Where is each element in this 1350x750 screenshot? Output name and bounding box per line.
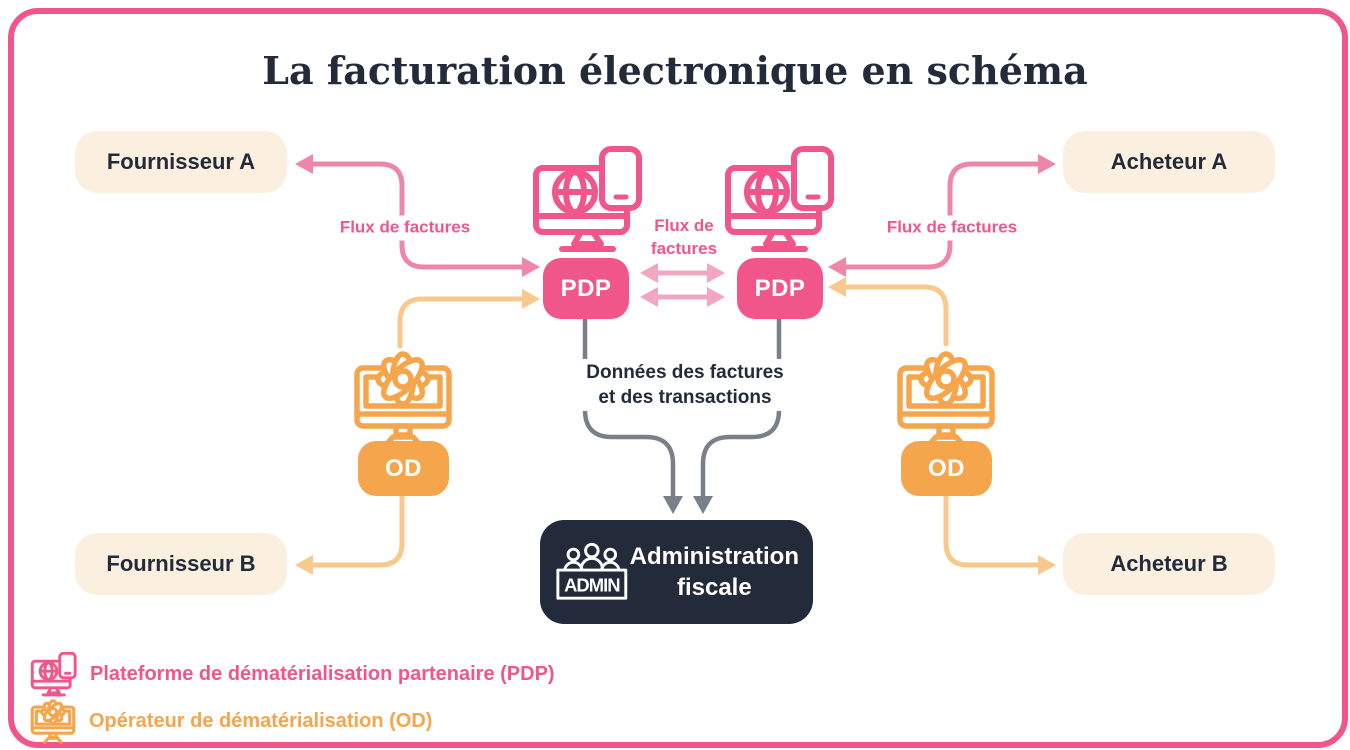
arrowhead [1038, 154, 1056, 174]
node-label: Acheteur A [1110, 149, 1228, 174]
arrowhead [522, 257, 540, 277]
node-administration-fiscale: ADMIN Administration fiscale [540, 520, 813, 624]
node-pdp-right: PDP [737, 258, 823, 319]
node-od-right: OD [901, 441, 992, 496]
edge-od-left-fournisseur-b [302, 493, 405, 568]
frame-border [8, 8, 1348, 748]
node-label: Fournisseur A [106, 149, 256, 174]
node-pdp-left: PDP [543, 258, 629, 319]
node-od-left: OD [358, 441, 449, 496]
arrowhead [1038, 555, 1056, 575]
node-label: OD [928, 454, 965, 482]
edge-label-flux-right: Flux de factures [881, 215, 1023, 241]
arrowhead [640, 287, 658, 307]
node-label: PDP [754, 274, 806, 302]
node-label: Fournisseur B [106, 551, 256, 576]
node-fournisseur-a: Fournisseur A [75, 131, 287, 193]
edge-label-line: Flux de [654, 216, 714, 236]
edge-label-line: et des transactions [598, 387, 772, 408]
legend-row-od: Opérateur de dématérialisation (OD) [30, 698, 432, 745]
edge-od-right-acheteur-b [943, 493, 1047, 568]
admin-label-line1: Administration [629, 542, 799, 570]
pdp-right-monitor-globe-phone-icon [725, 146, 834, 252]
node-label: OD [385, 454, 422, 482]
admin-label: Administration fiscale [630, 541, 799, 603]
arrowhead [707, 287, 725, 307]
edge-flux-left [302, 161, 529, 270]
node-label: Acheteur B [1110, 551, 1228, 576]
node-acheteur-b: Acheteur B [1063, 533, 1275, 595]
arrowhead [522, 289, 540, 309]
edge-od-left-pdp [397, 296, 529, 349]
edge-label-flux-center: Flux de factures [645, 214, 723, 262]
arrowhead [693, 496, 713, 514]
od-right-monitor-atom-icon [897, 351, 995, 449]
legend-od-label: Opérateur de dématérialisation (OD) [89, 710, 433, 732]
arrowhead [707, 263, 725, 283]
edge-flux-right [835, 161, 1049, 270]
node-label: PDP [560, 274, 612, 302]
admin-badge-text: ADMIN [564, 574, 620, 595]
edge-od-right-pdp [837, 284, 949, 347]
admin-label-line2: fiscale [676, 574, 752, 601]
node-acheteur-a: Acheteur A [1063, 131, 1275, 193]
edge-pdp-left-admin [582, 317, 676, 503]
node-fournisseur-b: Fournisseur B [75, 533, 287, 595]
pdp-left-monitor-globe-phone-icon [533, 146, 642, 252]
edge-label-donnees: Données des factures et des transactions [580, 358, 790, 412]
arrowhead [295, 555, 313, 575]
edge-label-line: Données des factures [586, 361, 784, 383]
admin-people-desk-icon: ADMIN [556, 542, 628, 600]
arrowhead [828, 257, 846, 277]
arrowhead [640, 263, 658, 283]
page-title: La facturation électronique en schéma [262, 48, 1088, 93]
arrowhead [663, 496, 683, 514]
edge-label-line: factures [650, 239, 718, 258]
arrowhead [828, 277, 846, 297]
od-legend-monitor-atom-icon [30, 699, 76, 744]
legend-pdp-label: Plateforme de dématérialisation partenai… [90, 663, 555, 685]
pdp-legend-monitor-globe-phone-icon [30, 652, 77, 697]
legend-row-pdp: Plateforme de dématérialisation partenai… [30, 652, 555, 697]
od-left-monitor-atom-icon [354, 351, 452, 449]
edge-pdp-right-admin [700, 317, 782, 503]
edge-label-flux-left: Flux de factures [334, 215, 476, 241]
arrowhead [295, 154, 313, 174]
